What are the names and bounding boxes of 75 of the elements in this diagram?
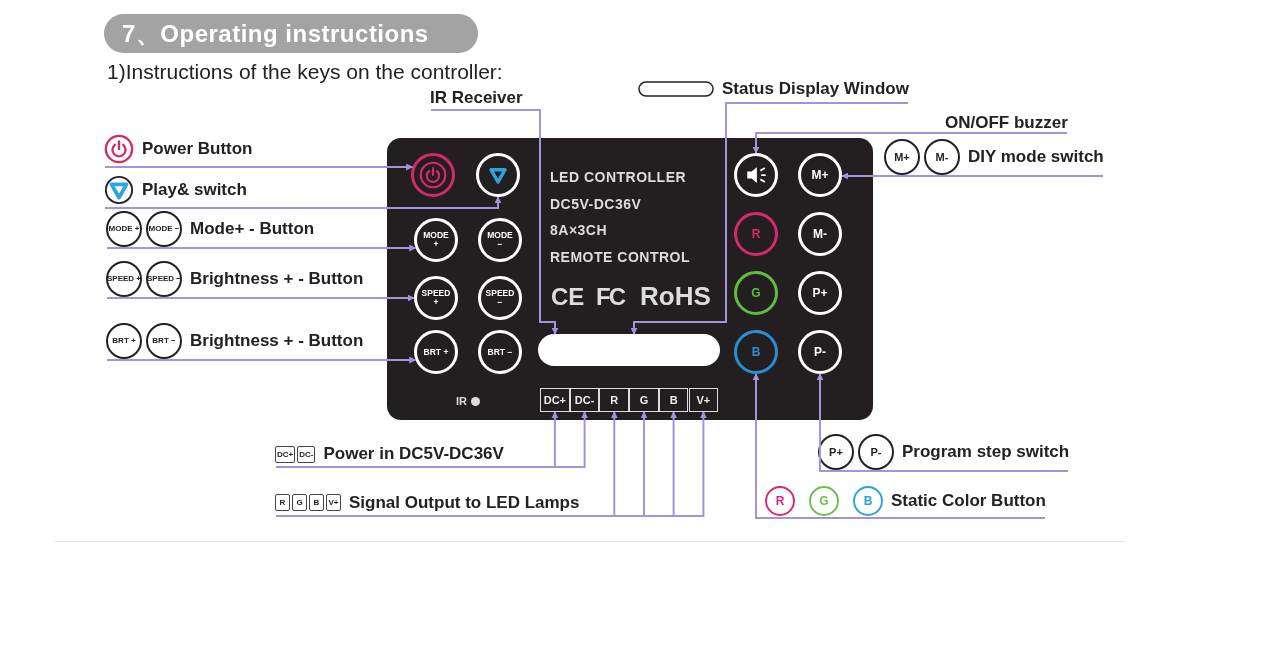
- round-button: M-: [798, 212, 842, 256]
- terminal-block: G: [629, 388, 659, 412]
- key-symbol: DC-: [297, 445, 316, 463]
- key-symbol: M+: [884, 139, 920, 175]
- leader-line: [630, 102, 909, 335]
- terminal-block: R: [599, 388, 630, 412]
- leader-line: [106, 244, 417, 252]
- leader-line: [430, 109, 559, 335]
- terminal-block: DC-: [569, 388, 600, 412]
- callout-label: Brightness + - Button: [190, 268, 364, 290]
- round-button: SPEED +: [414, 276, 458, 320]
- leader-line: [106, 294, 415, 302]
- round-button: MODE +: [414, 218, 458, 262]
- callout-label: Static Color Button: [891, 490, 1046, 512]
- key-symbol: B: [309, 494, 324, 511]
- subtitle: 1)Instructions of the keys on the controller:: [107, 60, 503, 84]
- leader-line: [752, 373, 1046, 519]
- terminal-block: DC+: [540, 388, 570, 412]
- key-symbol: P+: [818, 434, 854, 470]
- key-symbol: R: [275, 494, 290, 511]
- controller-panel: [387, 138, 873, 420]
- round-button: [476, 153, 520, 197]
- section-heading: 7、Operating instructions: [104, 14, 478, 53]
- leader-line: [752, 132, 1068, 154]
- callout-label: Signal Output to LED Lamps: [349, 491, 580, 514]
- callout-label: Play& switch: [142, 179, 247, 201]
- callout-label: Mode+ - Button: [190, 218, 315, 240]
- certification-mark: FC: [596, 283, 624, 311]
- round-button: [734, 153, 778, 197]
- round-button: B: [734, 330, 778, 374]
- round-button: P-: [798, 330, 842, 374]
- round-button: BRT +: [414, 330, 458, 374]
- callout-label: ON/OFF buzzer: [945, 112, 1068, 134]
- round-button: SPEED −: [478, 276, 522, 320]
- panel-text: IR: [456, 395, 467, 407]
- round-button: M+: [798, 153, 842, 197]
- callout-label: Power in DC5V-DC36V: [323, 443, 504, 465]
- key-symbol: M-: [924, 139, 960, 175]
- key-symbol: BRT −: [146, 323, 182, 359]
- terminal-block: V+: [688, 388, 719, 412]
- terminal-block: B: [658, 388, 689, 412]
- round-button: BRT −: [478, 330, 522, 374]
- round-button: P+: [798, 271, 842, 315]
- callout-label: Power Button: [142, 137, 253, 160]
- display-window: [538, 334, 720, 366]
- round-button: R: [734, 212, 778, 256]
- panel-text: REMOTE CONTROL: [550, 248, 690, 265]
- key-symbol: B: [853, 486, 883, 516]
- key-symbol: P-: [858, 434, 894, 470]
- certification-mark: CE: [551, 283, 585, 311]
- key-symbol: BRT +: [106, 323, 142, 359]
- panel-text: DC5V-DC36V: [550, 195, 642, 212]
- key-symbol: MODE +: [106, 211, 142, 247]
- round-button: MODE −: [478, 218, 522, 262]
- key-symbol: DC+: [275, 445, 296, 463]
- round-button: [411, 153, 455, 197]
- callout-label: Program step switch: [902, 441, 1070, 463]
- leader-line: [104, 196, 502, 209]
- certification-mark: RoHS: [640, 281, 711, 312]
- callout-label: DIY mode switch: [968, 146, 1104, 168]
- callout-label: IR Receiver: [430, 86, 523, 109]
- key-symbol: G: [809, 486, 839, 516]
- leader-line: [816, 373, 1069, 472]
- panel-text: LED CONTROLLER: [550, 169, 687, 185]
- callout-label: Status Display Window: [722, 78, 909, 100]
- key-symbol: R: [765, 486, 795, 516]
- leader-line: [106, 356, 417, 364]
- key-symbol: G: [292, 494, 307, 511]
- key-symbol: V+: [326, 494, 341, 511]
- key-symbol: MODE −: [146, 211, 182, 247]
- callout-label: Brightness + - Button: [190, 330, 364, 352]
- leader-line: [841, 172, 1104, 180]
- round-button: G: [734, 271, 778, 315]
- key-symbol: SPEED −: [146, 261, 182, 297]
- panel-text: 8A×3CH: [550, 222, 608, 238]
